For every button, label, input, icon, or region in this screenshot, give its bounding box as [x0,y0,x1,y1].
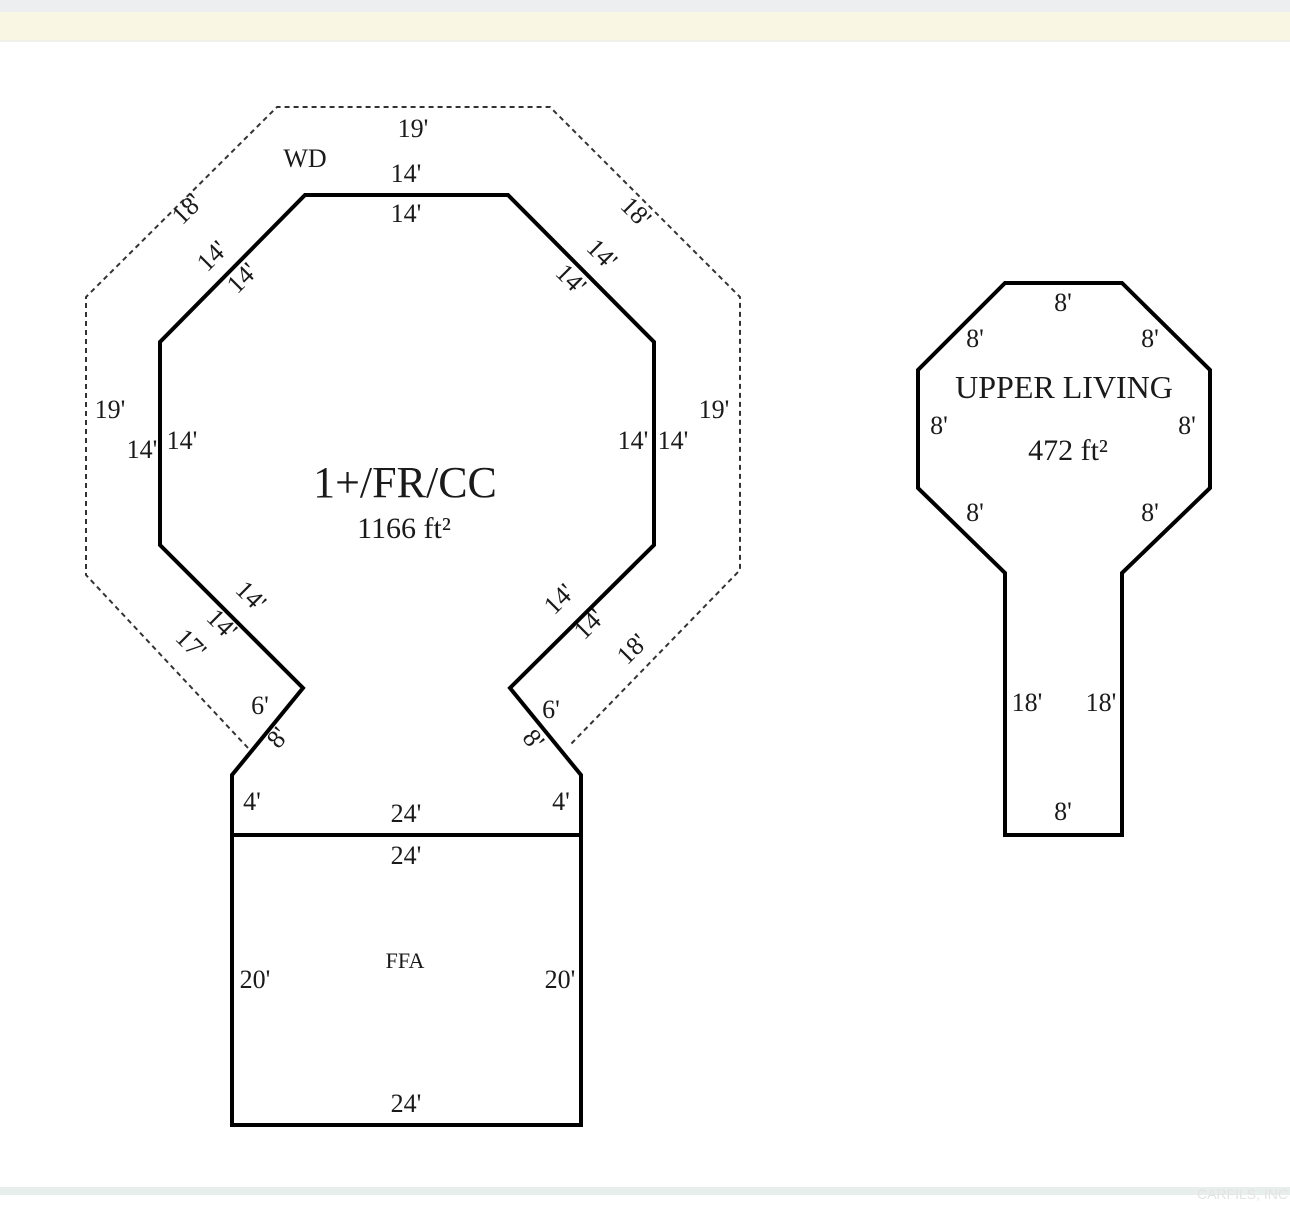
notch-right-upper-dim: 6' [542,695,560,724]
main-left-short-dim: 4' [243,787,261,816]
ffa-left-dim: 20' [240,965,271,994]
main-ul-outer-dim: 14' [191,235,233,277]
ffa-bottom-dim: 24' [391,1089,422,1118]
notch-left-upper-dim: 6' [251,691,269,720]
main-left-inner-dim: 14' [167,426,198,455]
ul-lower-right-dim: 8' [1141,498,1159,527]
main-right-short-dim: 4' [552,787,570,816]
main-ur-outer-dim: 14' [581,233,623,275]
main-ul-inner-dim: 14' [221,257,263,299]
ffa-top-dim: 24' [391,841,422,870]
ul-upper-left-dim: 8' [966,324,984,353]
deck-label: WD [283,144,326,173]
ffa-room-name: FFA [386,948,425,973]
main-bottom-dim: 24' [391,799,422,828]
upper-living-area: 472 ft² [1028,434,1108,467]
deck-ul-dim: 18' [166,188,208,230]
notice-bar [0,12,1290,42]
main-room-area: 1166 ft² [357,512,451,545]
main-right-outer-dim: 14' [658,426,689,455]
main-right-inner-dim: 14' [618,426,649,455]
main-lr-outer-dim: 14' [538,578,580,620]
ffa-right-dim: 20' [545,965,576,994]
deck-lr-dim: 18' [611,628,653,670]
ul-stem-right-dim: 18' [1086,688,1117,717]
deck-ll-dim: 17' [170,623,212,665]
ul-top-dim: 8' [1054,288,1072,317]
ul-left-dim: 8' [930,411,948,440]
main-lr-inner-dim: 14' [568,603,610,645]
ul-right-dim: 8' [1178,411,1196,440]
ffa-room-outline [230,833,583,1127]
main-top-inner-dim: 14' [391,199,422,228]
ul-stem-left-dim: 18' [1012,688,1043,717]
watermark: CARFILS, INC [1196,1186,1288,1202]
main-room-name: 1+/FR/CC [313,458,497,507]
ul-bottom-dim: 8' [1054,797,1072,826]
top-band [0,0,1290,12]
main-ll-outer-dim: 14' [230,575,272,617]
deck-left-dim: 19' [95,395,126,424]
bottom-band [0,1187,1290,1195]
main-top-outer-dim: 14' [391,159,422,188]
upper-living-outline [916,281,1212,837]
notch-left-lower-dim: 8' [261,721,295,753]
deck-ur-dim: 18' [615,191,657,233]
main-ur-inner-dim: 14' [550,258,592,300]
upper-living-name: UPPER LIVING [955,369,1173,405]
deck-right-dim: 19' [699,395,730,424]
ul-upper-right-dim: 8' [1141,324,1159,353]
deck-outline [85,106,741,749]
deck-top-dim: 19' [398,114,429,143]
ul-lower-left-dim: 8' [966,498,984,527]
main-left-outer-dim: 14' [127,435,158,464]
